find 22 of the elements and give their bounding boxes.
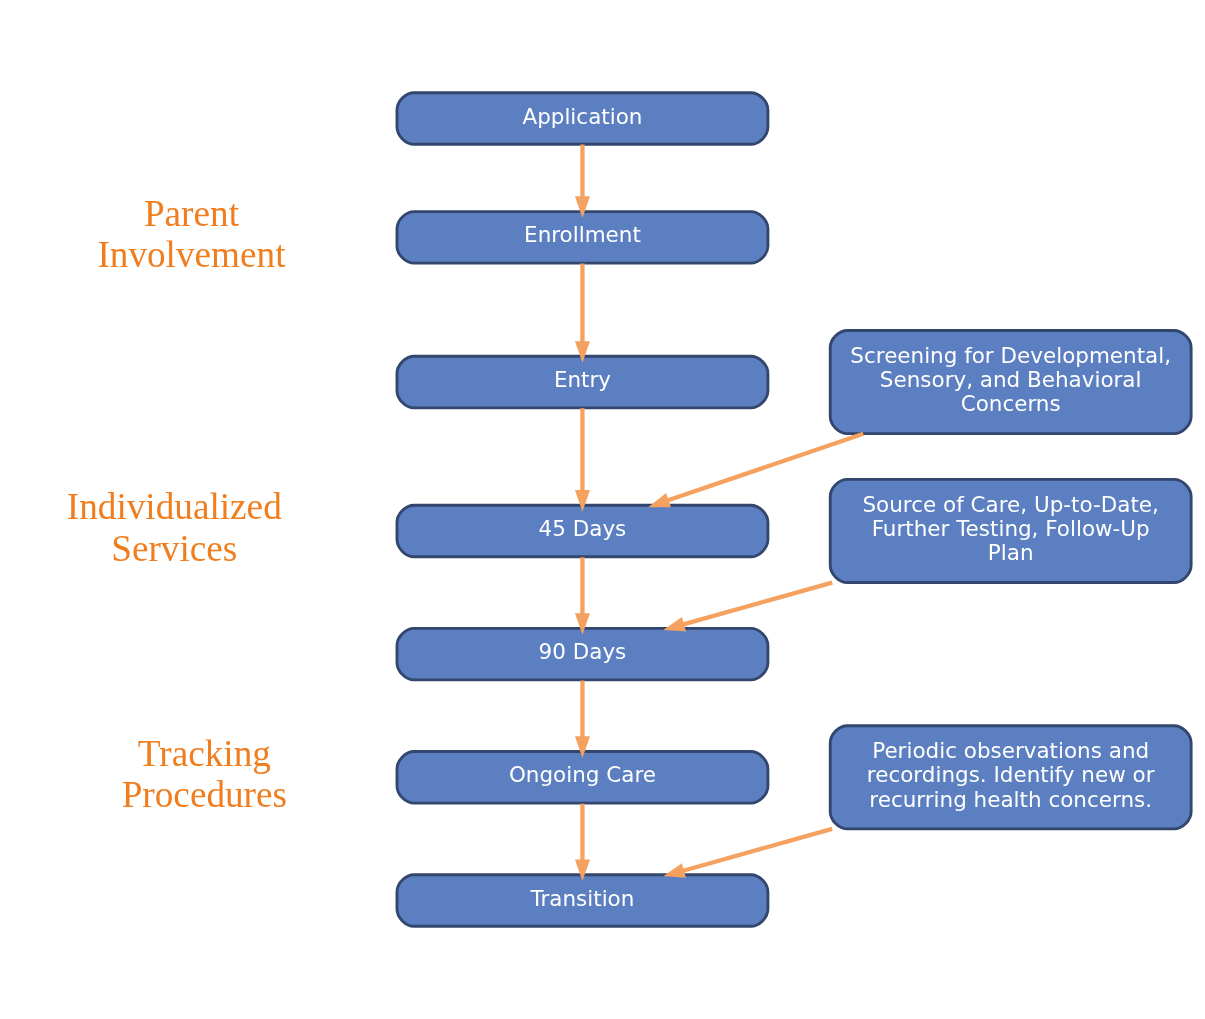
label: Individualized Services	[66, 486, 282, 569]
arrow	[663, 580, 833, 632]
node-box: Source of Care, Up-to-Date, Further Testing, Follow-Up Plan	[828, 478, 1193, 584]
node-box: 90 Days	[395, 626, 770, 682]
arrow	[574, 680, 590, 758]
arrow	[574, 144, 590, 218]
node-box: Screening for Developmental, Sensory, and Behavioral Concerns	[828, 329, 1193, 435]
arrow	[574, 803, 590, 882]
arrow	[648, 431, 864, 508]
node-box: Enrollment	[395, 210, 770, 265]
arrow	[574, 557, 590, 635]
node-box: Transition	[395, 873, 770, 928]
node-box: Application	[395, 91, 770, 146]
node-box: Periodic observations and recordings. Identify new or recurring health concerns.	[828, 724, 1193, 831]
arrow	[574, 263, 590, 363]
arrow	[663, 826, 833, 878]
node-box: 45 Days	[395, 503, 770, 559]
arrow	[574, 408, 590, 512]
node-box: Ongoing Care	[395, 750, 770, 805]
label: Parent Involvement	[97, 192, 286, 276]
node-box: Entry	[395, 354, 770, 410]
label: Tracking Procedures	[121, 732, 288, 816]
